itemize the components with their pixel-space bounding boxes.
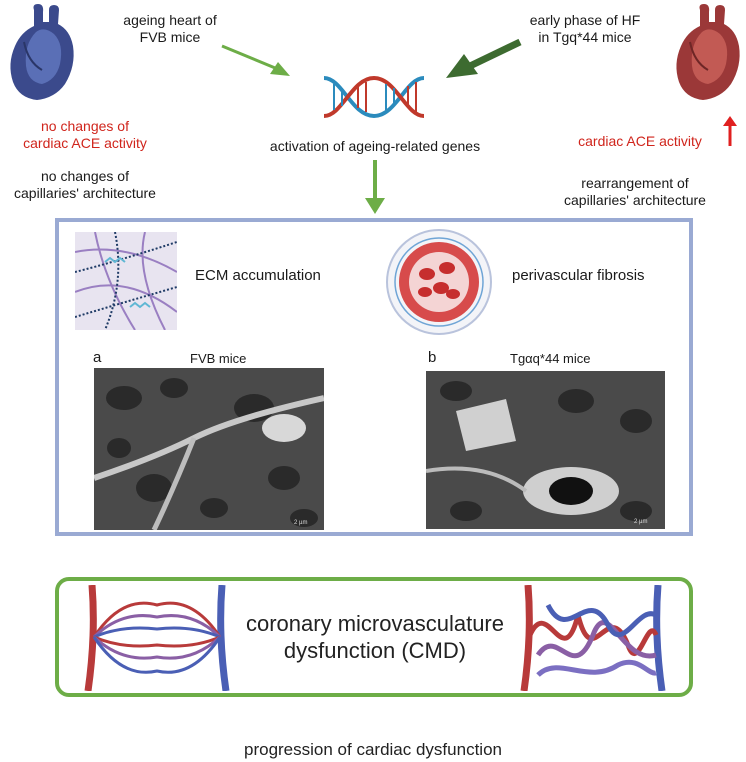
mechanism-panel: [55, 218, 693, 536]
up-arrow-icon: [723, 116, 737, 146]
left-arrow-head: [270, 62, 290, 76]
right-arrow-text-line2: in Tgq*44 mice: [538, 29, 632, 45]
genes-text: activation of ageing-related genes: [269, 138, 481, 154]
left-ace-line2: cardiac ACE activity: [23, 135, 147, 151]
ecm-icon: [75, 232, 177, 330]
right-ace-text: cardiac ACE activity: [578, 133, 702, 149]
dna-icon: [323, 75, 425, 119]
capillary-tangled-icon: [520, 585, 666, 691]
top-arrows: [221, 38, 522, 214]
cmd-line2: dysfunction (CMD): [283, 638, 467, 663]
label-a: a: [93, 349, 102, 366]
vessel-icon: [386, 229, 492, 335]
scale-a: 2 µm: [294, 520, 307, 526]
cmd-panel: [55, 577, 693, 697]
right-arrow-head: [446, 54, 478, 78]
heart-blue-icon: [10, 4, 74, 100]
right-cap-line1: rearrangement of: [581, 175, 689, 191]
right-arrow-text-line1: early phase of HF: [529, 12, 641, 28]
left-arrow-text-line1: ageing heart of: [123, 12, 217, 28]
left-capillaries-text: no changes of capillaries' architecture: [0, 168, 170, 202]
ecm-label: ECM accumulation: [195, 267, 321, 284]
left-ace-line1: no changes of: [41, 118, 129, 134]
left-arrow-text: ageing heart of FVB mice: [90, 12, 250, 46]
left-arrow-text-line2: FVB mice: [139, 29, 201, 45]
right-cap-line2: capillaries' architecture: [564, 192, 706, 208]
cmd-text: coronary microvasculature dysfunction (C…: [235, 610, 515, 664]
left-cap-line1: no changes of: [41, 168, 129, 184]
label-b: b: [428, 349, 437, 366]
em-image-fvb: 2 µm: [94, 368, 324, 530]
left-ace-text: no changes of cardiac ACE activity: [0, 118, 170, 152]
cmd-line1: coronary microvasculature: [246, 611, 504, 636]
progression-text: progression of cardiac dysfunction: [244, 740, 502, 759]
heart-red-icon: [676, 4, 740, 100]
right-arrow-text: early phase of HF in Tgq*44 mice: [505, 12, 665, 46]
title-a: FVB mice: [190, 351, 247, 366]
left-cap-line2: capillaries' architecture: [14, 185, 156, 201]
right-capillaries-text: rearrangement of capillaries' architectu…: [545, 175, 725, 209]
down-arrow-1: [365, 198, 385, 214]
scale-b: 2 µm: [634, 519, 647, 525]
em-image-tg: 2 µm: [426, 371, 665, 529]
capillary-normal-icon: [84, 585, 230, 691]
fibrosis-label: perivascular fibrosis: [512, 267, 645, 284]
title-b: Tgαq*44 mice: [510, 351, 591, 366]
